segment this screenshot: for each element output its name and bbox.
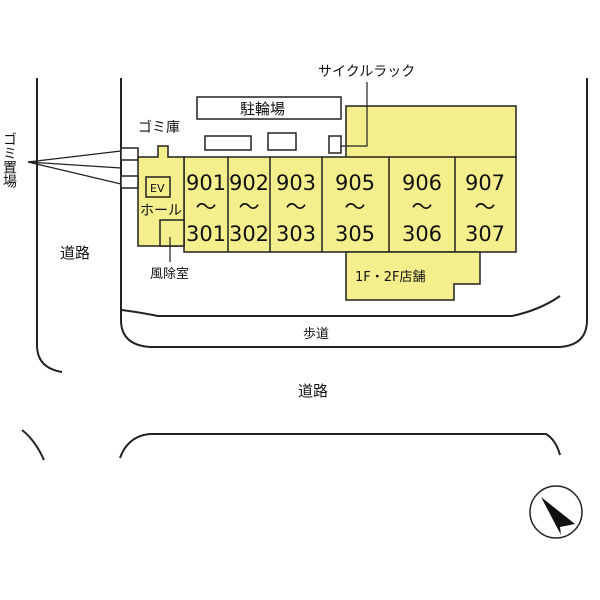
svg-text:905: 905 xyxy=(335,171,375,195)
svg-text:〜: 〜 xyxy=(239,195,260,219)
svg-text:〜: 〜 xyxy=(286,195,307,219)
left-road-edge xyxy=(36,78,63,373)
road-bottom-label: 道路 xyxy=(298,382,328,400)
unit-903: 903 〜 303 xyxy=(276,171,316,246)
svg-text:902: 902 xyxy=(229,171,269,195)
svg-text:302: 302 xyxy=(229,222,269,246)
svg-text:306: 306 xyxy=(402,222,442,246)
garbage-box-2 xyxy=(120,175,139,189)
svg-text:303: 303 xyxy=(276,222,316,246)
svg-text:307: 307 xyxy=(465,222,505,246)
windbreak-room-label: 風除室 xyxy=(150,266,189,282)
bicycle-rack-2 xyxy=(267,132,297,151)
shop-block xyxy=(345,251,481,301)
cycle-rack-leader xyxy=(341,82,368,147)
boundary-lines xyxy=(21,78,588,461)
building xyxy=(120,105,517,301)
unit-labels: 901 〜 301 902 〜 302 903 〜 303 905 〜 305 … xyxy=(186,171,505,246)
svg-text:〜: 〜 xyxy=(345,195,366,219)
unit-dividers xyxy=(227,157,456,252)
bicycle-rack-1 xyxy=(204,135,252,151)
unit-901: 901 〜 301 xyxy=(186,171,226,246)
unit-905: 905 〜 305 xyxy=(335,171,375,246)
upper-right-wing xyxy=(345,105,517,159)
bicycle-parking-label: 駐輪場 xyxy=(240,100,285,118)
bicycle-parking xyxy=(196,96,342,154)
lower-road-edge-right xyxy=(119,433,561,459)
svg-text:301: 301 xyxy=(186,222,226,246)
garbage-leader-1 xyxy=(27,150,122,163)
svg-text:903: 903 xyxy=(276,171,316,195)
hall-label: ホール xyxy=(140,203,182,219)
svg-text:906: 906 xyxy=(402,171,442,195)
cycle-rack-label: サイクルラック xyxy=(318,64,415,80)
site-inner-line xyxy=(120,295,561,317)
windbreak-room xyxy=(159,219,185,247)
svg-text:907: 907 xyxy=(465,171,505,195)
unit-906: 906 〜 306 xyxy=(402,171,442,246)
svg-text:〜: 〜 xyxy=(196,195,217,219)
north-arrow-icon xyxy=(529,485,583,539)
road-left-label: 道路 xyxy=(60,244,90,262)
garbage-box-1 xyxy=(120,147,139,161)
bicycle-parking-box xyxy=(196,96,342,120)
bicycle-rack-3 xyxy=(328,135,342,154)
site-outline xyxy=(120,78,588,348)
garbage-leader-2 xyxy=(27,161,122,169)
leader-lines xyxy=(27,82,368,262)
svg-text:305: 305 xyxy=(335,222,375,246)
unit-902: 902 〜 302 xyxy=(229,171,269,246)
ev-label: EV xyxy=(150,182,165,195)
garbage-store-label: ゴミ庫 xyxy=(138,119,180,136)
shop-label: 1F・2F店舗 xyxy=(355,270,426,285)
lower-road-edge-left xyxy=(21,429,45,461)
unit-907: 907 〜 307 xyxy=(465,171,505,246)
sidewalk-label: 歩道 xyxy=(303,327,329,342)
svg-text:〜: 〜 xyxy=(412,195,433,219)
garbage-area-label: ゴミ置場 xyxy=(1,132,17,188)
garbage-leader-3 xyxy=(27,161,122,185)
ev-box xyxy=(145,176,171,198)
svg-text:〜: 〜 xyxy=(475,195,496,219)
svg-text:901: 901 xyxy=(186,171,226,195)
